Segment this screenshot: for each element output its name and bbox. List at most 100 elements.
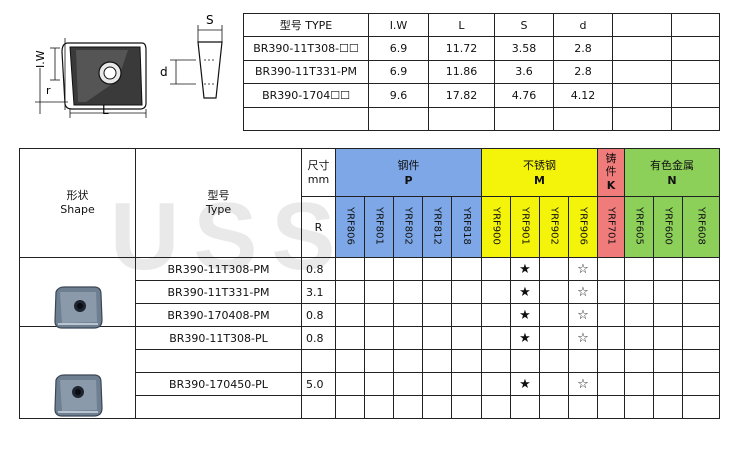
grade-mark-cell — [393, 395, 423, 419]
type-cell: BR390-11T308-PM — [135, 257, 302, 281]
dim-cell-iw: 6.9 — [368, 36, 429, 61]
grade-mark-cell: ☆ — [568, 280, 598, 304]
grade-mark-cell — [364, 395, 394, 419]
grade-mark-cell — [481, 372, 511, 396]
grade-mark-cell: ☆ — [568, 303, 598, 327]
dim-cell-l: 17.82 — [428, 83, 495, 108]
dim-label-d: d — [160, 65, 168, 79]
grade-mark-cell — [539, 303, 569, 327]
grade-mark-cell — [451, 349, 482, 373]
grade-label: YRF605 — [633, 206, 645, 245]
grade-mark-cell — [597, 303, 625, 327]
group-stainless-code: M — [534, 173, 545, 187]
grade-mark-cell — [393, 326, 423, 350]
grade-mark-cell — [510, 349, 540, 373]
insert-diagram: I.W L r S d — [34, 13, 223, 118]
grade-label: YRF902 — [548, 206, 560, 245]
grade-label: YRF906 — [577, 206, 589, 245]
dim-cell-s — [494, 106, 554, 132]
grade-mark-cell — [682, 303, 720, 327]
grade-mark-cell — [451, 395, 482, 419]
grade-mark-cell — [335, 395, 365, 419]
grade-header-yrf900: YRF900 — [481, 196, 511, 258]
grade-mark-cell: ★ — [510, 303, 540, 327]
dimension-table: 型号 TYPE I.W L S d BR390-11T308-☐☐ 6.9 11… — [243, 12, 720, 132]
dim-header-row: 型号 TYPE I.W L S d — [243, 12, 720, 38]
grade-header-yrf608: YRF608 — [682, 196, 720, 258]
grade-mark-cell — [682, 372, 720, 396]
grade-mark-cell — [335, 326, 365, 350]
insert-photo-pm — [54, 286, 103, 329]
grade-mark-cell — [364, 257, 394, 281]
table-row: BR390-11T308-PM 0.8 ★ ☆ — [19, 257, 720, 327]
grade-mark-cell — [393, 349, 423, 373]
group-steel-code: P — [404, 173, 413, 187]
dim-row: BR390-11T331-PM 6.9 11.86 3.6 2.8 — [243, 59, 720, 85]
grade-mark-cell — [682, 280, 720, 304]
group-steel-cn: 钢件 — [397, 158, 420, 172]
grade-header-yrf902: YRF902 — [539, 196, 569, 258]
grade-mark-cell — [597, 372, 625, 396]
grade-mark-cell — [481, 326, 511, 350]
radius-cell: 5.0 — [301, 372, 336, 396]
grade-mark-cell: ★ — [510, 326, 540, 350]
grade-mark-cell — [335, 349, 365, 373]
dim-label-s: S — [206, 13, 214, 27]
grade-mark-cell — [624, 326, 654, 350]
grade-mark-cell — [422, 326, 452, 350]
grade-mark-cell — [422, 257, 452, 281]
dim-cell-blank — [612, 106, 672, 132]
type-cell: BR390-170408-PM — [135, 303, 302, 327]
dim-cell-d: 2.8 — [553, 36, 613, 61]
radius-cell: 0.8 — [301, 303, 336, 327]
grade-mark-cell — [653, 395, 683, 419]
group-steel: 钢件 P — [335, 147, 482, 198]
dim-header-l: L — [428, 12, 495, 38]
grade-label: YRF701 — [605, 206, 617, 245]
grade-label: YRF806 — [344, 206, 356, 245]
grade-mark-cell — [451, 257, 482, 281]
dim-cell-iw — [368, 106, 429, 132]
dim-row — [243, 106, 720, 132]
group-stainless-cn: 不锈钢 — [523, 158, 556, 172]
grade-mark-cell — [624, 395, 654, 419]
dim-cell-d: 2.8 — [553, 59, 613, 85]
dim-label-r: r — [46, 84, 51, 97]
dim-cell-blank — [671, 106, 720, 132]
grade-mark-cell — [451, 303, 482, 327]
group-cast-iron-code: K — [606, 179, 616, 193]
dim-cell-type: BR390-11T331-PM — [243, 59, 369, 85]
grade-mark-cell — [481, 303, 511, 327]
dim-cell-type: BR390-1704☐☐ — [243, 83, 369, 108]
grade-label: YRF900 — [490, 206, 502, 245]
grade-mark-cell — [393, 372, 423, 396]
dim-cell-blank — [612, 36, 672, 61]
dim-cell-d — [553, 106, 613, 132]
grade-mark-cell — [364, 280, 394, 304]
dim-cell-d: 4.12 — [553, 83, 613, 108]
dim-header-type: 型号 TYPE — [243, 12, 369, 38]
grade-mark-cell — [335, 372, 365, 396]
insert-side-view — [170, 25, 223, 99]
dim-cell-iw: 9.6 — [368, 83, 429, 108]
grade-mark-cell — [481, 349, 511, 373]
grade-mark-cell — [597, 257, 625, 281]
grade-mark-cell — [510, 395, 540, 419]
grade-mark-cell — [653, 303, 683, 327]
dim-label-iw: I.W — [34, 50, 47, 68]
grade-mark-cell — [451, 372, 482, 396]
dim-cell-blank — [612, 83, 672, 108]
radius-cell: 0.8 — [301, 326, 336, 350]
grade-mark-cell — [481, 280, 511, 304]
insert-photo-pl — [54, 374, 103, 417]
grade-mark-cell — [539, 257, 569, 281]
dim-cell-l: 11.72 — [428, 36, 495, 61]
grade-mark-cell: ★ — [510, 372, 540, 396]
grade-mark-cell — [624, 349, 654, 373]
grade-mark-cell — [539, 326, 569, 350]
